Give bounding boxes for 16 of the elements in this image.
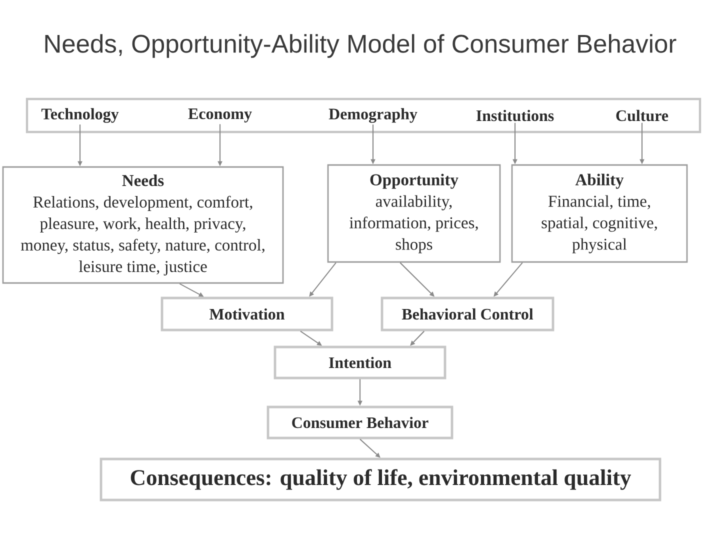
- title: Needs, Opportunity-Ability Model of Consumer Behavior: [45, 34, 676, 58]
- factor-label: Demography: [328, 108, 418, 123]
- factor-box: Needs Relations, development, comfort, pleasure, work, health, privacy, money, status, safety, nature, control, leisure time, justice: [2, 166, 284, 284]
- factor-box: Opportunity availability, information, prices, shops: [327, 164, 501, 263]
- factor-label: Institutions: [476, 110, 554, 122]
- process-box: Motivation: [160, 296, 334, 332]
- process-box: Intention: [274, 346, 446, 380]
- factor-label: Technology: [41, 108, 119, 123]
- factor-label: Culture: [616, 110, 668, 122]
- process-box: Consumer Behavior: [266, 406, 454, 440]
- arrow: [300, 330, 322, 346]
- outcome-box: Consequences: quality of life, environmental quality: [100, 458, 662, 502]
- factor-band: [26, 98, 702, 134]
- factor-label: Economy: [188, 108, 252, 122]
- process-box: Behavioral Control: [380, 296, 554, 332]
- factor-box: Ability Financial, time, spatial, cognitive, physical: [511, 164, 688, 263]
